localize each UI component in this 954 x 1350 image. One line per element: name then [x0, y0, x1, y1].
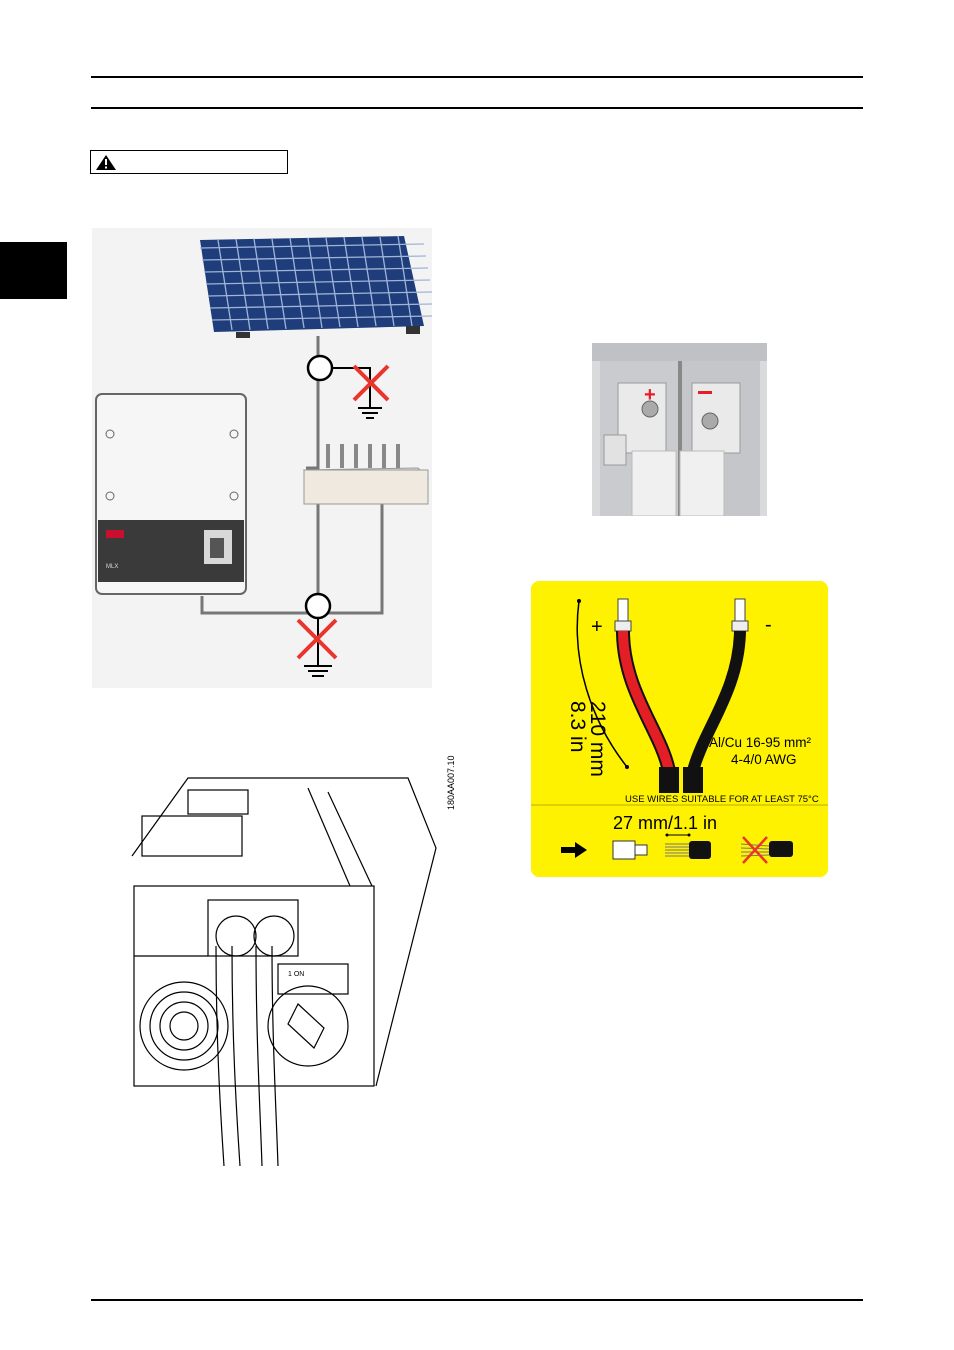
header-rule-top — [91, 76, 863, 78]
dc-terminal-photo: + — [592, 343, 767, 516]
ground-symbol-icon — [306, 354, 382, 419]
cable-length-mm: 210 mm — [586, 701, 609, 777]
cable-spec-label: + - 210 mm 8.3 in Al/Cu 16-95 mm² 4-4/0 … — [531, 581, 828, 877]
chapter-tab — [0, 242, 67, 299]
solar-panel-icon — [199, 235, 432, 338]
pv-grounding-diagram: MLX — [92, 228, 432, 688]
wire-spec-2: 4-4/0 AWG — [731, 752, 797, 767]
footer-rule — [91, 1299, 863, 1301]
figure-id-text: 180AA007.10 — [446, 755, 456, 810]
cable-entry-drawing: 1 ON — [131, 777, 437, 1167]
cross-icon — [352, 364, 390, 402]
terminal-minus-mark — [698, 391, 712, 394]
switch-on-label: 1 ON — [288, 971, 304, 978]
wire-note: USE WIRES SUITABLE FOR AT LEAST 75°C — [625, 794, 819, 805]
inverter-model: MLX — [106, 564, 118, 570]
ferrule-icon — [612, 840, 648, 860]
header-rule-bottom — [91, 107, 863, 109]
plus-label: + — [591, 616, 603, 638]
arrow-right-icon — [561, 842, 587, 858]
stripped-wire-icon — [665, 833, 711, 859]
terminal-plus: + — [644, 384, 656, 406]
wire-spec-1: Al/Cu 16-95 mm² — [709, 735, 812, 750]
minus-label: - — [765, 614, 772, 636]
inverter-icon: MLX — [95, 393, 247, 595]
cross-icon-lower — [296, 618, 338, 660]
cable-length-in: 8.3 in — [566, 701, 589, 752]
ground-symbol-icon-lower — [304, 592, 332, 677]
warning-label — [90, 150, 288, 174]
combiner-box — [302, 444, 430, 505]
warning-icon — [96, 155, 116, 170]
forbidden-wire-icon — [740, 836, 793, 864]
strip-length: 27 mm/1.1 in — [613, 813, 717, 833]
figure-id: 180AA007.10 — [446, 755, 456, 810]
